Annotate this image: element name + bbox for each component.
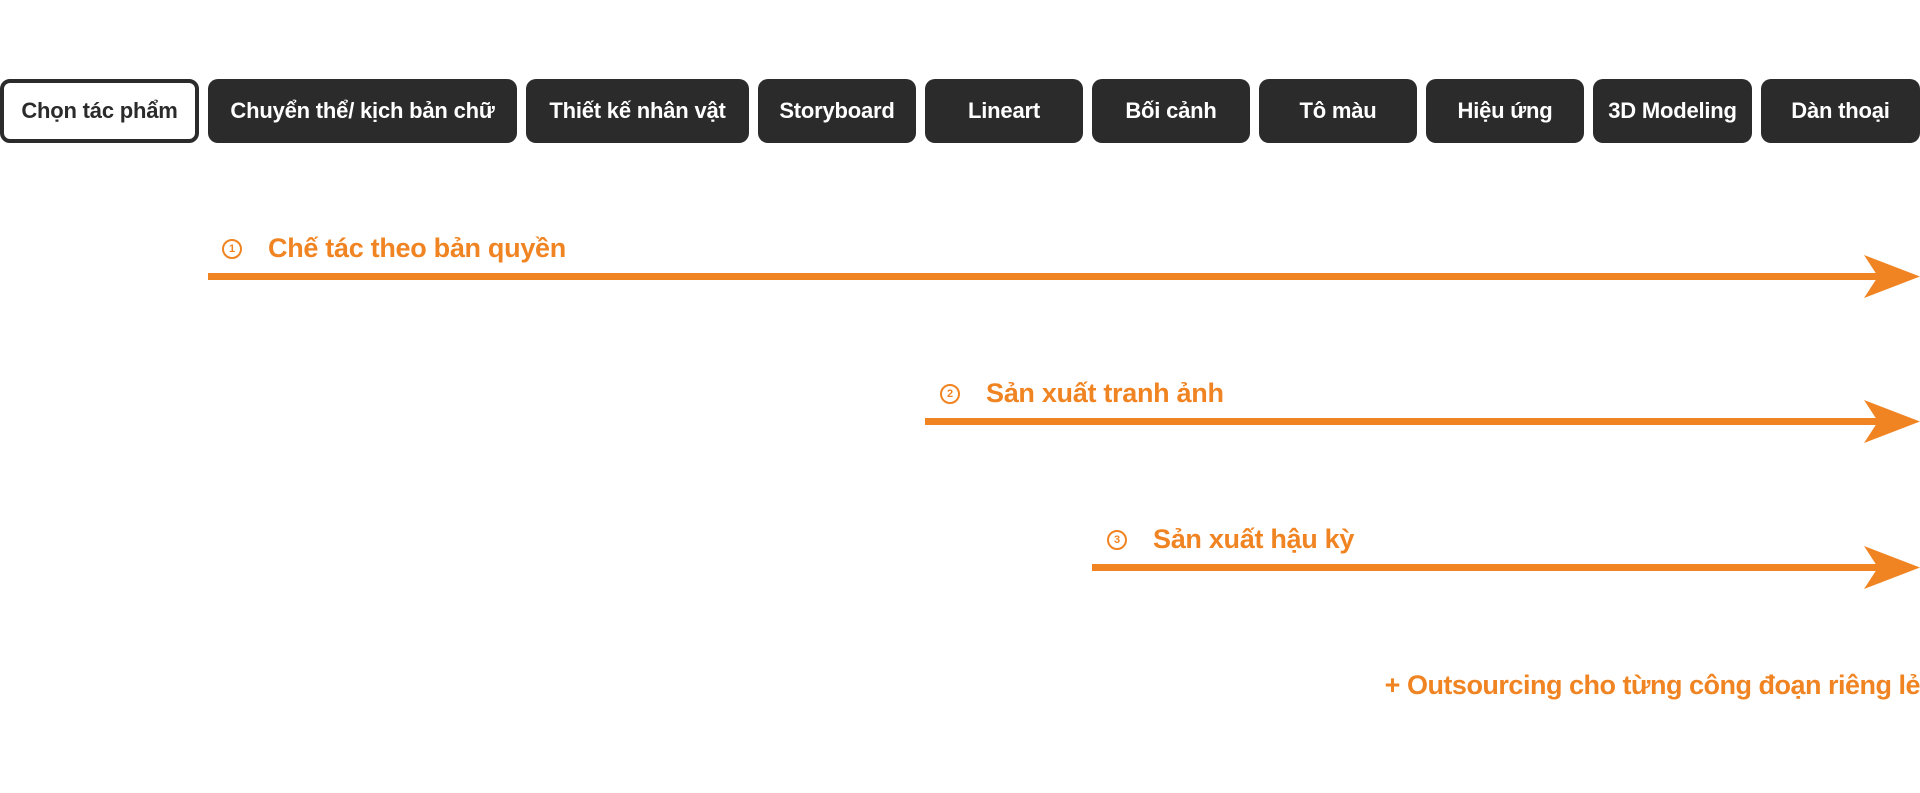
- step-3d-modeling[interactable]: 3D Modeling: [1593, 79, 1752, 143]
- outsourcing-note: + Outsourcing cho từng công đoạn riêng l…: [1384, 670, 1920, 700]
- number-3-icon: 3: [1107, 529, 1127, 550]
- step-to-mau[interactable]: Tô màu: [1259, 79, 1417, 143]
- step-hieu-ung[interactable]: Hiệu ứng: [1426, 79, 1584, 143]
- number-1-icon: 1: [222, 238, 242, 259]
- flow-title-1: Chế tác theo bản quyền: [268, 233, 566, 263]
- flow-title-2: Sản xuất tranh ảnh: [986, 378, 1224, 408]
- step-storyboard[interactable]: Storyboard: [758, 79, 916, 143]
- flow-label-1: 1 Chế tác theo bản quyền: [222, 233, 566, 264]
- arrow-2: [925, 400, 1920, 443]
- flow-label-2: 2 Sản xuất tranh ảnh: [940, 378, 1224, 409]
- flow-title-3: Sản xuất hậu kỳ: [1153, 524, 1355, 554]
- number-2-icon: 2: [940, 383, 960, 404]
- step-dan-thoai[interactable]: Dàn thoại: [1761, 79, 1920, 143]
- step-lineart[interactable]: Lineart: [925, 79, 1083, 143]
- step-chon-tac-pham[interactable]: Chọn tác phẩm: [0, 79, 199, 143]
- arrow-3: [1092, 546, 1920, 589]
- arrow-1: [208, 255, 1920, 298]
- step-thiet-ke-nhan-vat[interactable]: Thiết kế nhân vật: [526, 79, 749, 143]
- flow-label-3: 3 Sản xuất hậu kỳ: [1107, 524, 1354, 555]
- step-boi-canh[interactable]: Bối cảnh: [1092, 79, 1250, 143]
- step-chuyen-the-kich-ban-chu[interactable]: Chuyển thể/ kịch bản chữ: [208, 79, 517, 143]
